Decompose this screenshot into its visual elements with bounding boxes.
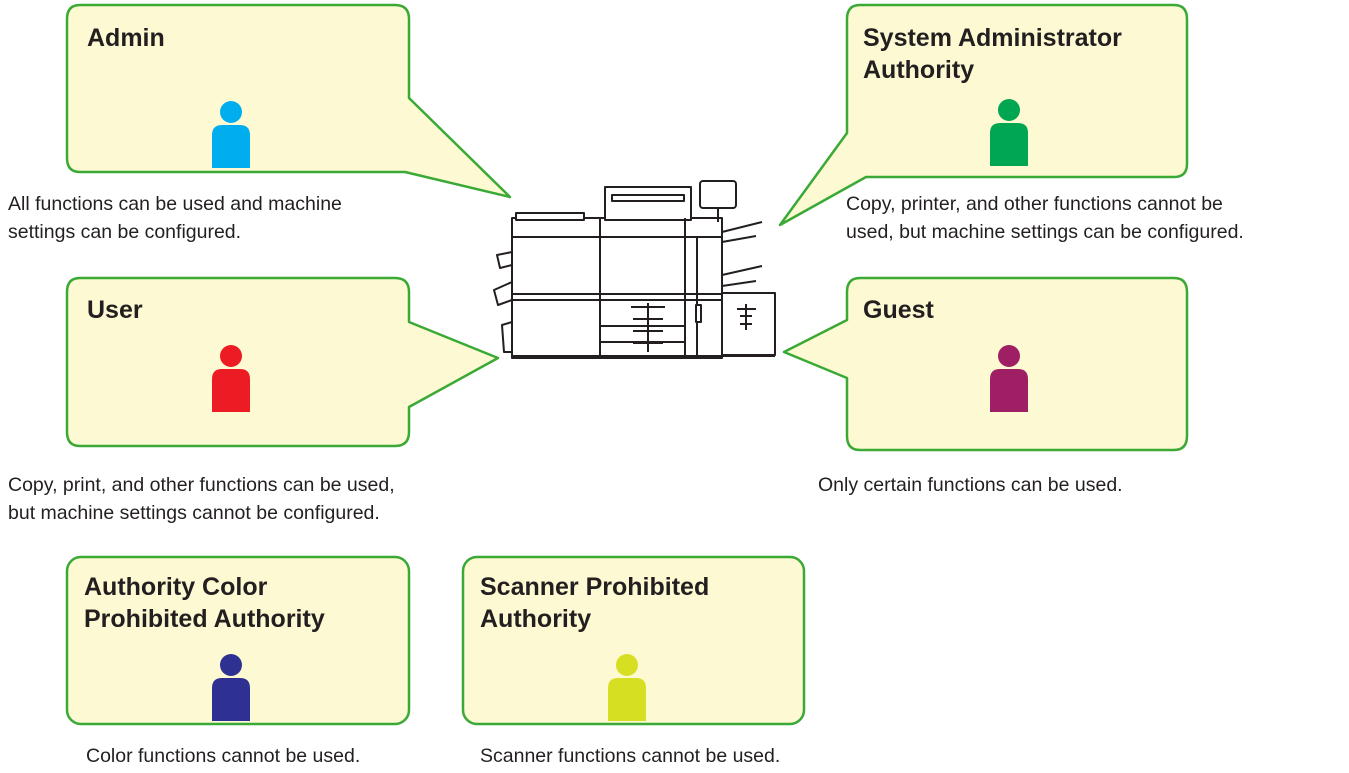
scanner-prohibited-description: Scanner functions cannot be used. xyxy=(480,745,781,767)
scanner-prohibited-person-icon xyxy=(608,654,646,721)
sysadmin-box xyxy=(778,3,1189,227)
sysadmin-person-icon xyxy=(990,99,1028,166)
scanner-prohibited-box xyxy=(461,555,806,726)
admin-box xyxy=(65,3,512,199)
guest-box xyxy=(782,276,1189,452)
guest-title: Guest xyxy=(863,296,934,324)
user-description: Copy, print, and other functions can be … xyxy=(8,474,395,524)
color-prohibited-title: Authority Color Prohibited Authority xyxy=(84,573,325,633)
user-person-icon xyxy=(212,345,250,412)
user-box xyxy=(65,276,500,448)
multifunction-printer-icon xyxy=(493,180,776,359)
color-prohibited-person-icon xyxy=(212,654,250,721)
admin-person-icon xyxy=(212,101,250,168)
sysadmin-description: Copy, printer, and other functions canno… xyxy=(846,193,1244,243)
admin-title: Admin xyxy=(87,24,165,52)
color-prohibited-description: Color functions cannot be used. xyxy=(86,745,361,767)
guest-description: Only certain functions can be used. xyxy=(818,474,1123,496)
color-prohibited-box xyxy=(65,555,411,726)
user-title: User xyxy=(87,296,143,324)
guest-person-icon xyxy=(990,345,1028,412)
admin-description: All functions can be used and machine se… xyxy=(8,193,342,243)
sysadmin-title: System Administrator Authority xyxy=(863,24,1122,84)
scanner-prohibited-title: Scanner Prohibited Authority xyxy=(480,573,710,633)
